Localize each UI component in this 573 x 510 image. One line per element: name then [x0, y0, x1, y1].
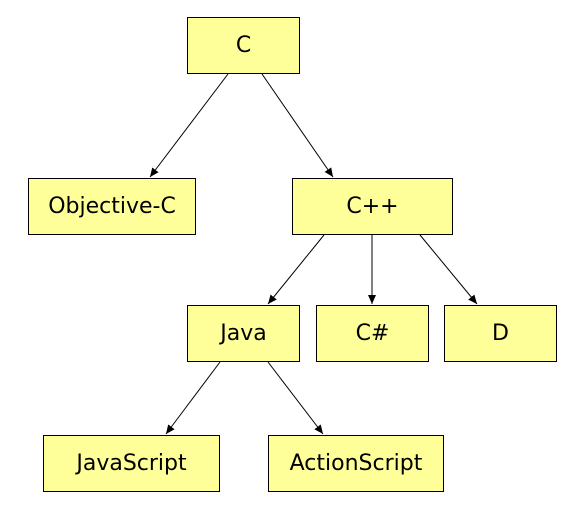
node-cpp-box — [292, 178, 453, 235]
node-csharp: C# — [316, 305, 429, 362]
node-c-box — [187, 17, 300, 74]
node-objective-c-label: Objective-C — [48, 194, 176, 219]
edge-c-to-objective-c — [149, 73, 229, 178]
node-cpp: C++ — [292, 178, 453, 235]
node-java-box — [187, 305, 300, 362]
node-java: Java — [187, 305, 300, 362]
node-javascript-box — [43, 435, 220, 492]
node-d-box — [444, 305, 557, 362]
node-c-label: C — [236, 33, 251, 58]
edge-cpp-to-java — [267, 234, 325, 305]
edges — [149, 73, 478, 435]
node-csharp-box — [316, 305, 429, 362]
edge-java-to-javascript — [165, 361, 221, 435]
node-c: C — [187, 17, 300, 74]
node-csharp-label: C# — [356, 321, 390, 346]
node-actionscript-label: ActionScript — [290, 451, 423, 476]
node-javascript: JavaScript — [43, 435, 220, 492]
edge-cpp-to-d — [419, 234, 478, 305]
node-objective-c-box — [28, 178, 196, 235]
node-d: D — [444, 305, 557, 362]
node-objective-c: Objective-C — [28, 178, 196, 235]
edge-c-to-cpp — [261, 73, 334, 178]
node-java-label: Java — [218, 321, 266, 346]
node-javascript-label: JavaScript — [74, 451, 187, 476]
node-cpp-label: C++ — [346, 194, 398, 219]
node-d-label: D — [492, 321, 509, 346]
edge-java-to-actionscript — [267, 361, 324, 435]
node-actionscript-box — [268, 435, 444, 492]
node-actionscript: ActionScript — [268, 435, 444, 492]
